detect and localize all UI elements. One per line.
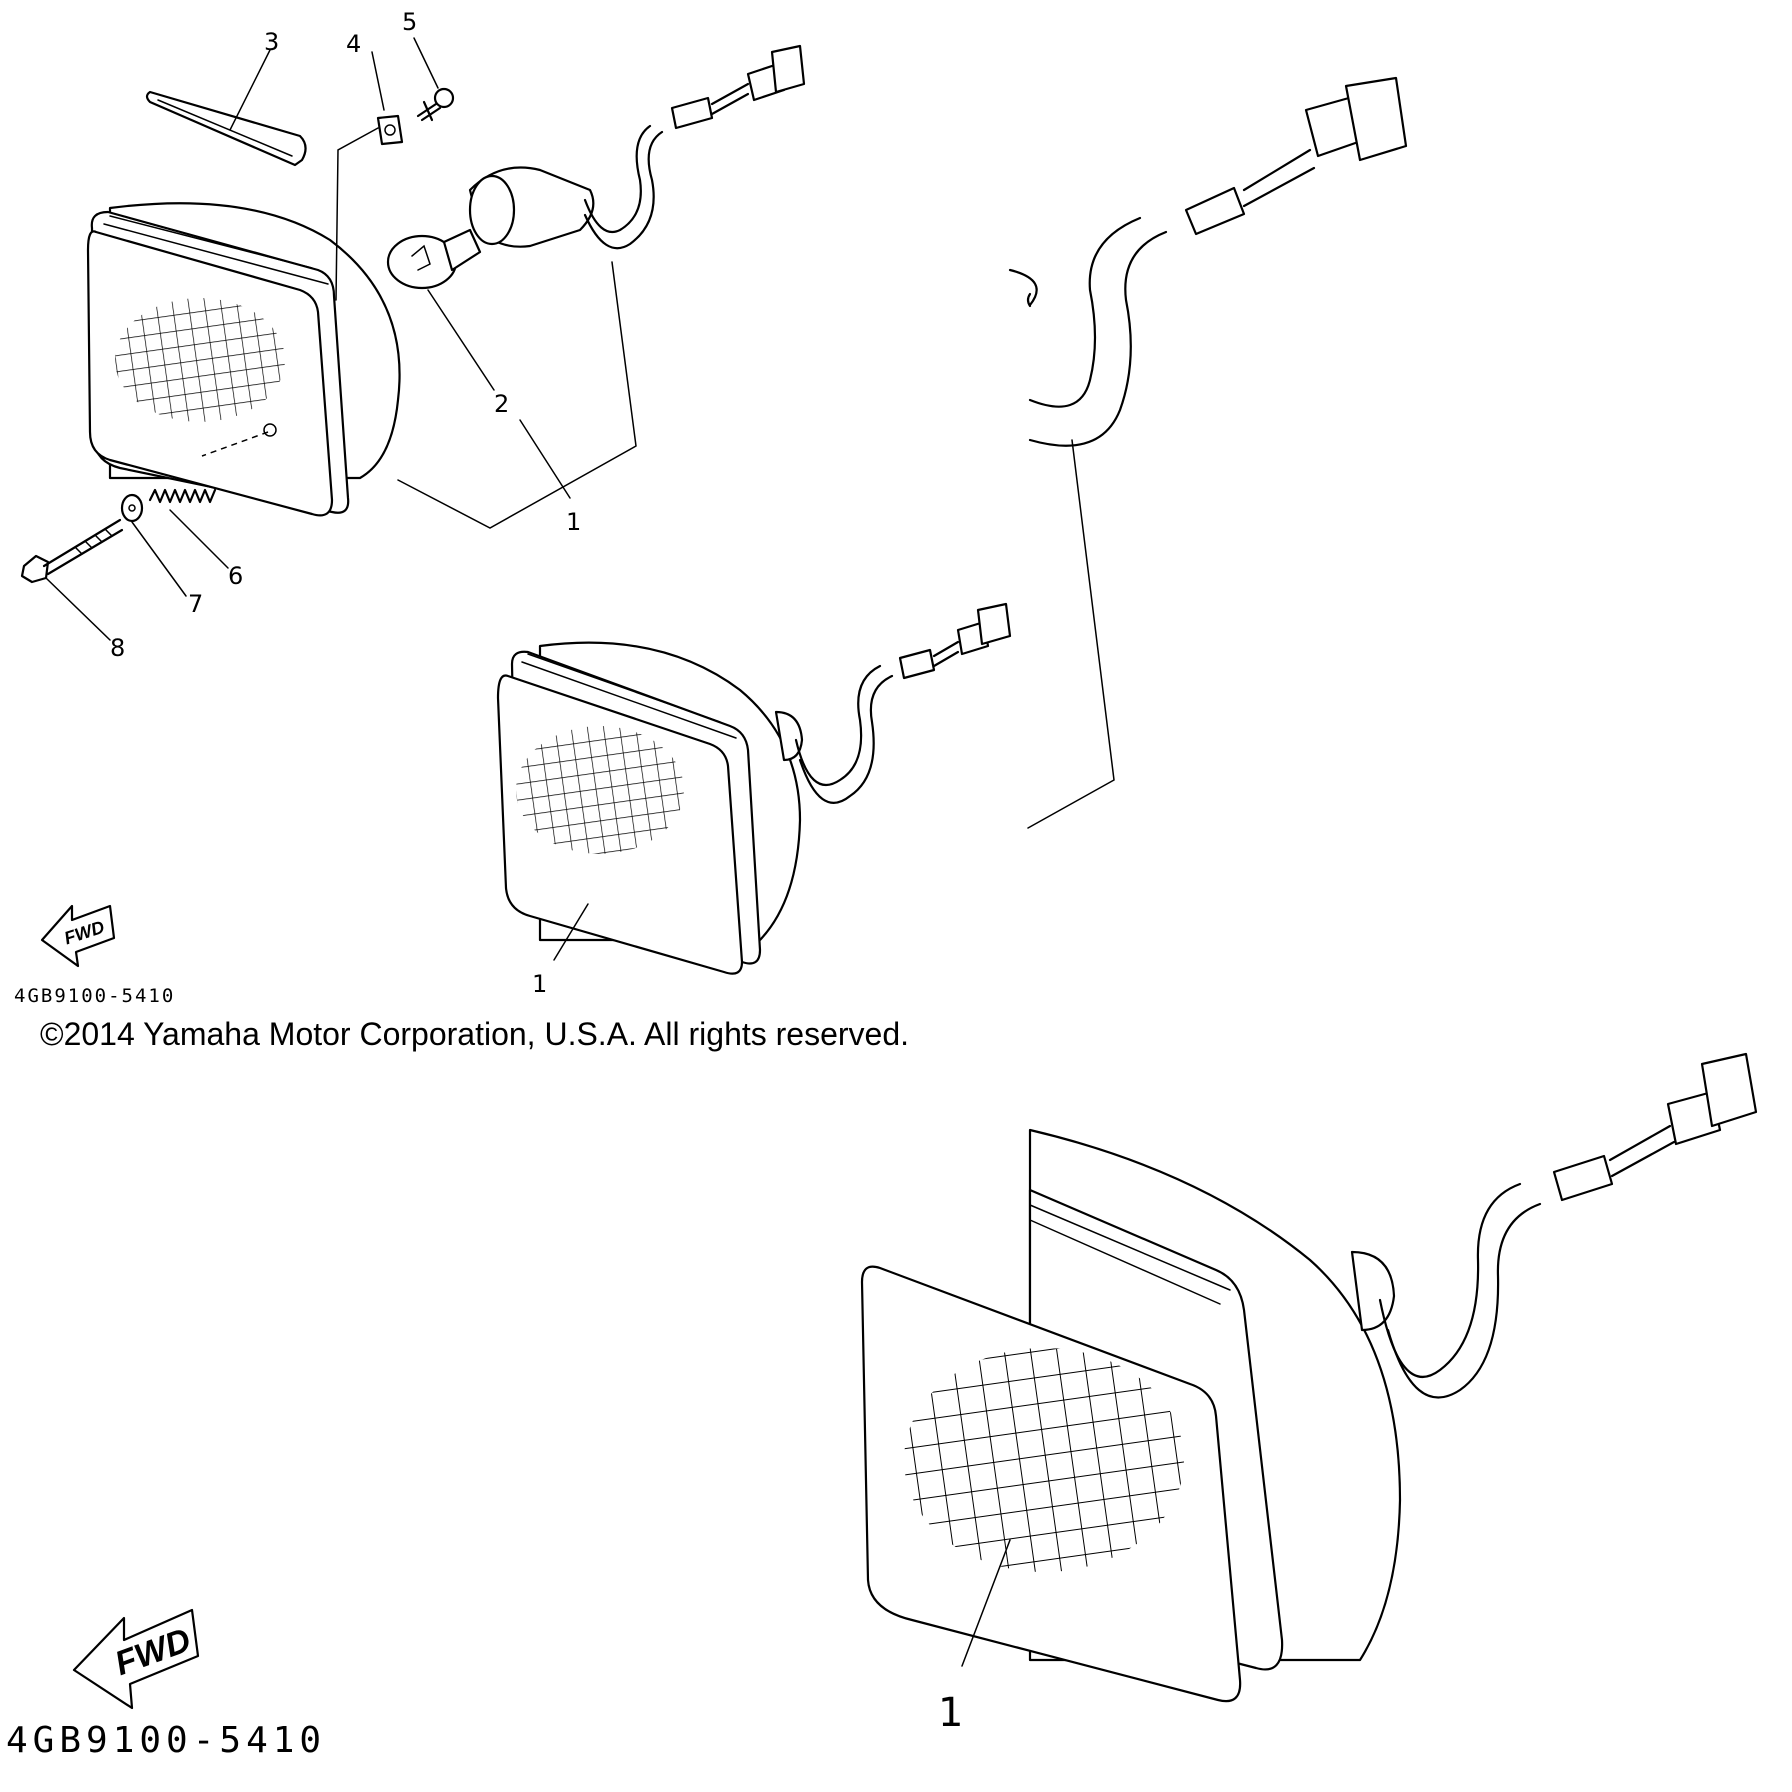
callout-4: 4	[346, 30, 361, 58]
fwd-arrow-small-icon: FWD	[40, 904, 116, 968]
part-code-large: 4GB9100-5410	[6, 1720, 326, 1761]
exploded-leader-lines	[45, 37, 637, 641]
exploded-view: 3 4 5 2 1 6 7 8	[20, 8, 806, 662]
callout-5: 5	[402, 8, 417, 36]
fwd-arrow-large-icon: FWD	[72, 1608, 200, 1710]
callout-7: 7	[188, 590, 203, 618]
callout-6: 6	[228, 562, 243, 590]
exploded-wire-harness	[583, 44, 806, 250]
part-8-bolt	[20, 518, 124, 584]
assembled-lamp: 1	[496, 602, 1012, 998]
part-code-small: 4GB9100-5410	[14, 985, 175, 1007]
part-4-nut	[376, 114, 404, 146]
bulb-socket	[468, 166, 595, 248]
part-2-bulb	[386, 228, 482, 290]
callout-1: 1	[566, 508, 581, 536]
part-5-screw	[416, 87, 455, 122]
callout-1-assembled: 1	[532, 970, 547, 998]
copyright-notice: ©2014 Yamaha Motor Corporation, U.S.A. A…	[40, 1016, 910, 1052]
callout-8: 8	[110, 634, 125, 662]
part-3-trim-strip	[145, 90, 307, 167]
callout-2: 2	[494, 390, 509, 418]
callout-1-zoom: 1	[938, 1690, 963, 1736]
exploded-lamp-housing	[86, 202, 401, 517]
zoom-lamp-detail: 1	[860, 1052, 1758, 1736]
part-7-washer	[120, 493, 144, 523]
zoom-wire-detail	[1008, 76, 1408, 829]
callout-3: 3	[264, 28, 279, 56]
part-6-spring	[148, 488, 217, 504]
